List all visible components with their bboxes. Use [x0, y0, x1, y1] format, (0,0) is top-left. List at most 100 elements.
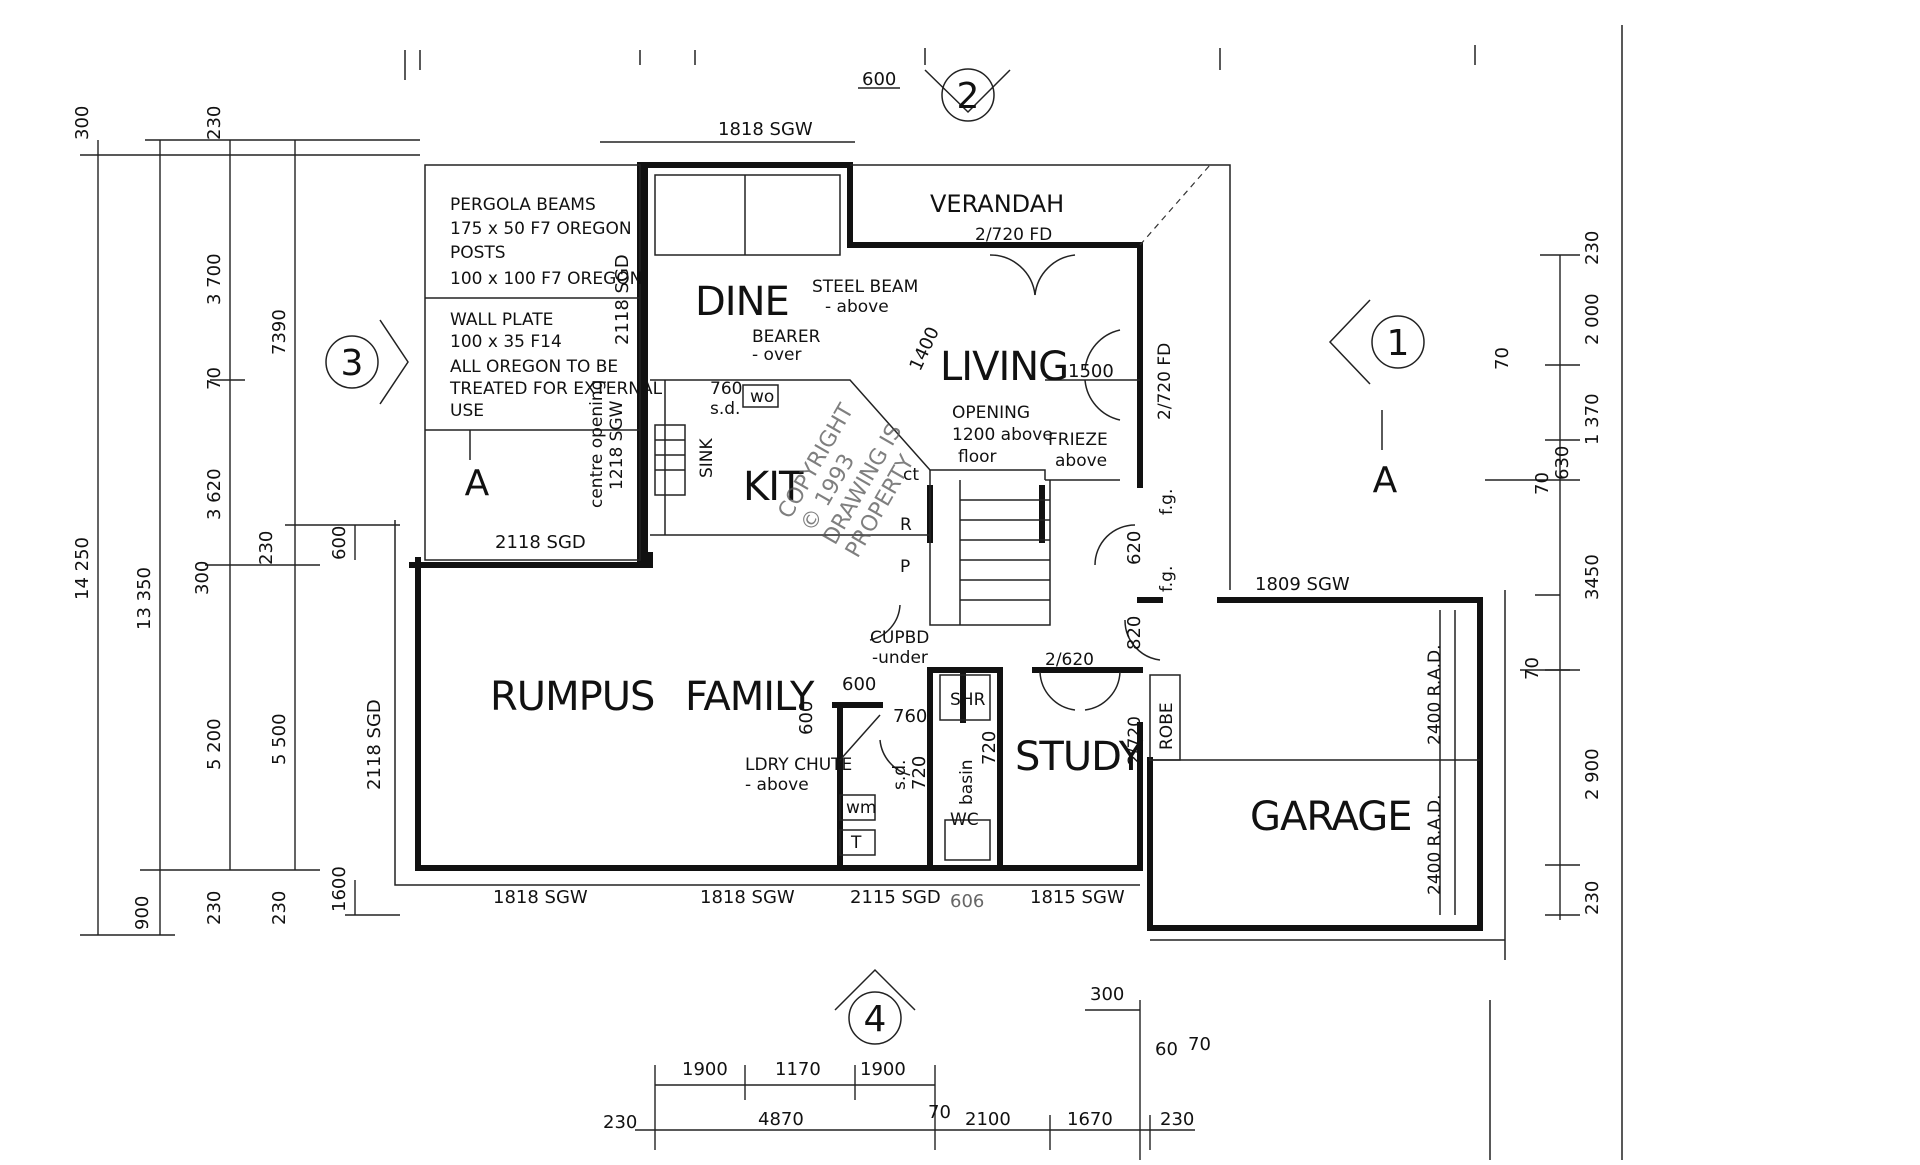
notes: PERGOLA BEAMS 175 x 50 F7 OREGON POSTS 1…: [449, 195, 1445, 895]
window-bottom-1: 1818 SGW: [493, 887, 588, 908]
door-swings: [869, 254, 1161, 776]
note-shr: SHR: [950, 690, 986, 710]
note-pergola-2: 175 x 50 F7 OREGON: [450, 219, 632, 239]
note-ct: ct: [903, 465, 919, 485]
dimension-lines: [80, 87, 1580, 1160]
dim-right-230: 230: [1582, 231, 1603, 265]
note-centre-1: centre opening: [587, 380, 607, 508]
room-garage: GARAGE: [1250, 794, 1411, 840]
dim-1600: 1600: [329, 866, 350, 912]
dim-bottom-60: 60: [1155, 1039, 1178, 1060]
dim-bottom-230: 230: [603, 1112, 637, 1133]
frame-lines: [404, 25, 1623, 1160]
note-fg-2: f.g.: [1157, 566, 1177, 592]
note-cupbd-2: -under: [872, 648, 928, 668]
window-top-sgw: 1818 SGW: [718, 119, 813, 140]
room-labels: DINE LIVING KIT RUMPUS FAMILY STUDY GARA…: [490, 190, 1412, 840]
note-bearer-1: BEARER: [752, 327, 821, 347]
dim-600-top: 600: [862, 69, 896, 90]
note-wall-5: USE: [450, 401, 484, 421]
window-bottom-3: 2115 SGD: [850, 887, 941, 908]
window-bottom-5: 606: [950, 891, 984, 912]
section-a-markers: A A: [465, 410, 1398, 504]
marker-1: 1: [1328, 299, 1425, 385]
note-wall-1: WALL PLATE: [450, 310, 553, 330]
dim-right-230b: 230: [1582, 881, 1603, 915]
note-pergola-3: POSTS: [450, 243, 506, 263]
note-steel-2: - above: [825, 297, 889, 317]
note-sink: SINK: [697, 437, 717, 478]
room-study: STUDY: [1015, 734, 1144, 780]
note-r: R: [900, 515, 912, 535]
room-rumpus: RUMPUS: [490, 674, 654, 720]
dim-left-14250: 14 250: [72, 537, 93, 600]
dim-right-630: 630: [1552, 446, 1573, 480]
dim-left-13350: 13 350: [134, 567, 155, 630]
note-basin: basin: [957, 759, 977, 805]
dim-bottom-1170: 1170: [775, 1059, 821, 1080]
dim-left-230c: 230: [204, 891, 225, 925]
dim-bottom-2100: 2100: [965, 1109, 1011, 1130]
marker-3: 3: [325, 319, 409, 405]
dim-600-left: 600: [329, 526, 350, 560]
marker-4: 4: [834, 968, 916, 1045]
dim-bottom-1900b: 1900: [860, 1059, 906, 1080]
dim-left-230d: 230: [269, 891, 290, 925]
copyright-stamp: COPYRIGHT © 1993 DRAWING IS PROPERTY: [774, 399, 920, 562]
note-wall-3: ALL OREGON TO BE: [450, 357, 618, 377]
dim-right-70: 70: [1492, 347, 1513, 370]
dim-right-70b: 70: [1532, 472, 1553, 495]
dim-bottom-70b: 70: [1188, 1034, 1211, 1055]
dim-1500: 1500: [1068, 361, 1114, 382]
dim-left-7390: 7390: [269, 309, 290, 355]
dim-left-3620: 3 620: [204, 468, 225, 520]
room-family: FAMILY: [685, 674, 815, 720]
dim-820: 820: [1124, 616, 1145, 650]
note-fg-1: f.g.: [1157, 489, 1177, 515]
dim-620: 620: [1124, 531, 1145, 565]
note-robe: ROBE: [1157, 702, 1177, 750]
room-verandah: VERANDAH: [930, 190, 1064, 218]
marker-4-label: 4: [864, 999, 887, 1040]
door-2620: 2/620: [1045, 650, 1094, 670]
note-wall-2: 100 x 35 F14: [450, 332, 562, 352]
room-kit: KIT: [743, 464, 804, 510]
note-opening-2: 1200 above: [952, 425, 1053, 445]
note-centre-2: 1218 SGW: [607, 400, 627, 490]
window-garage-sgw: 1809 SGW: [1255, 574, 1350, 595]
dim-left-5500: 5 500: [269, 713, 290, 765]
dim-left-230: 230: [204, 106, 225, 140]
dim-bottom-70: 70: [928, 1102, 951, 1123]
note-sd-2: s.d.: [890, 760, 910, 790]
dim-left-70: 70: [204, 367, 225, 390]
dim-left-230b: 230: [256, 531, 277, 565]
room-living: LIVING: [940, 344, 1068, 390]
section-a-right: A: [1373, 460, 1398, 501]
dim-right-70c: 70: [1522, 657, 1543, 680]
garage-rad-1: 2400 R.A.D.: [1425, 644, 1445, 745]
dim-right-1370: 1 370: [1582, 393, 1603, 445]
dim-left-300: 300: [72, 106, 93, 140]
note-ldry-1: LDRY CHUTE: [745, 755, 852, 775]
dim-left-5200: 5 200: [204, 718, 225, 770]
note-frieze-1: FRIEZE: [1048, 430, 1108, 450]
window-labels: 1818 SGW 2118 SGD 2118 SGD 2118 SGD 1809…: [364, 119, 1350, 912]
window-bottom-2: 1818 SGW: [700, 887, 795, 908]
note-pergola-1: PERGOLA BEAMS: [450, 195, 596, 215]
room-dine: DINE: [695, 279, 789, 325]
note-ldry-2: - above: [745, 775, 809, 795]
dim-600-family: 600: [842, 674, 876, 695]
dim-bottom-230b: 230: [1160, 1109, 1194, 1130]
dim-left-300b: 300: [192, 561, 213, 595]
dim-1400: 1400: [905, 324, 943, 374]
secondary-lines: [394, 164, 1506, 960]
dim-720-b: 720: [979, 731, 1000, 765]
door-2720: 2/720: [1125, 716, 1145, 765]
door-2720fd-top: 2/720 FD: [975, 225, 1052, 245]
window-sgd-rumpus-left: 2118 SGD: [364, 699, 385, 790]
window-sgd-rumpus-top: 2118 SGD: [495, 532, 586, 553]
dim-right-3450: 3450: [1582, 554, 1603, 600]
note-steel-1: STEEL BEAM: [812, 277, 918, 297]
note-wc: WC: [950, 810, 979, 830]
